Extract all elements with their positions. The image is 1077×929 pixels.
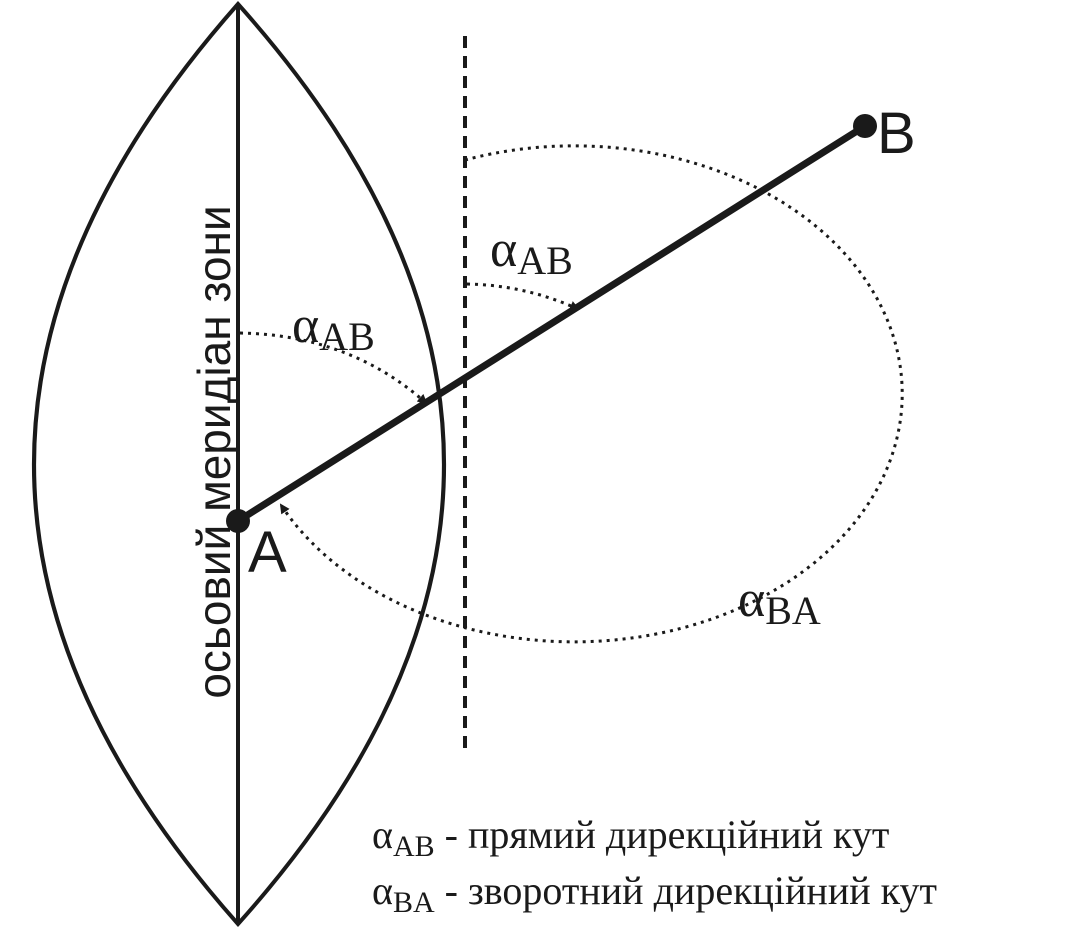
point-b-label: B xyxy=(877,101,916,166)
meridian-label: осьовий меридіан зони xyxy=(188,205,240,698)
alpha-ab-label-right: αAB xyxy=(490,221,573,283)
point-b-marker xyxy=(853,114,877,138)
alpha-ab-arc-at-a xyxy=(239,331,428,405)
alpha-ba-label: αBA xyxy=(738,571,821,633)
legend: αAB - прямий дирекційний кут αBA - зворо… xyxy=(372,812,937,919)
line-ab xyxy=(234,122,869,525)
legend-direct-angle: αAB - прямий дирекційний кут xyxy=(372,812,889,863)
reverse-angle-arc xyxy=(279,144,904,644)
alpha-ab-arc-at-grid xyxy=(466,282,580,311)
legend-reverse-angle: αBA - зворотний дирекційний кут xyxy=(372,868,937,919)
point-a-marker xyxy=(226,509,250,533)
point-a-label: A xyxy=(248,520,287,585)
alpha-ab-label-left: αAB xyxy=(292,297,375,359)
